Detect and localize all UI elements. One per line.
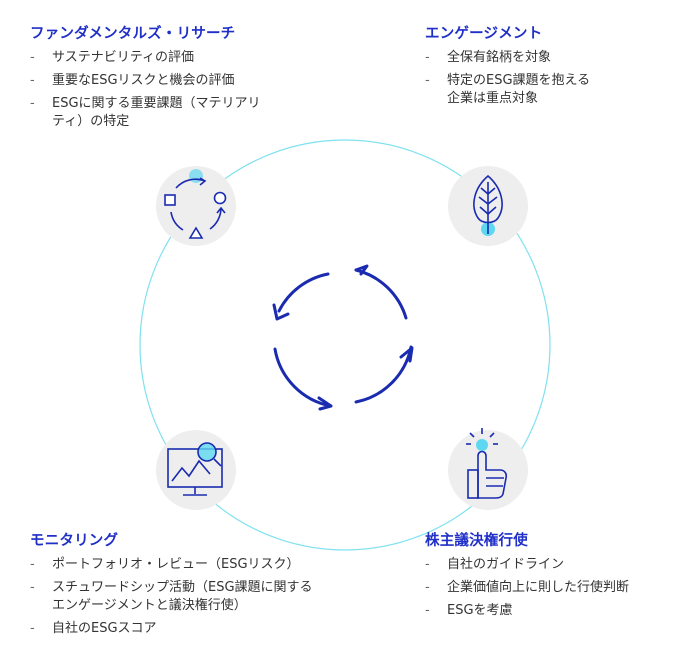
fundamental-research-title: ファンダメンタルズ・リサーチ	[30, 26, 236, 42]
thumbs-up-icon	[466, 428, 508, 499]
list-item: ESGに関する重要課題（マテリアリ ティ）の特定	[30, 95, 320, 131]
voting-title: 株主議決権行使	[425, 533, 528, 549]
list-item: 全保有銘柄を対象	[425, 49, 685, 67]
arrow-bottom-right	[354, 345, 414, 404]
monitor-chart-icon	[167, 442, 223, 496]
engagement-section: エンゲージメント 全保有銘柄を対象 特定のESG課題を抱える 企業は重点対象	[425, 22, 685, 113]
monitoring-section: モニタリング ポートフォリオ・レビュー（ESGリスク） スチュワードシップ活動（…	[30, 529, 370, 643]
arrow-right	[354, 264, 408, 320]
engagement-title: エンゲージメント	[425, 26, 543, 42]
cycle-process-icon	[164, 169, 227, 239]
icon-circle-fundamental	[156, 166, 236, 246]
list-item: ポートフォリオ・レビュー（ESGリスク）	[30, 556, 370, 574]
list-item: 重要なESGリスクと機会の評価	[30, 72, 320, 90]
cycle-ring	[139, 139, 551, 551]
leaf-icon	[473, 174, 503, 236]
fundamental-research-section: ファンダメンタルズ・リサーチ サステナビリティの評価 重要なESGリスクと機会の…	[30, 22, 320, 136]
list-item: 自社のガイドライン	[425, 556, 695, 574]
list-item: ESGを考慮	[425, 602, 695, 620]
list-item: スチュワードシップ活動（ESG課題に関する エンゲージメントと議決権行使）	[30, 579, 370, 615]
voting-list: 自社のガイドライン 企業価値向上に則した行使判断 ESGを考慮	[425, 556, 695, 620]
fundamental-research-list: サステナビリティの評価 重要なESGリスクと機会の評価 ESGに関する重要課題（…	[30, 49, 320, 131]
list-item: サステナビリティの評価	[30, 49, 320, 67]
center-cycle-arrows	[272, 264, 414, 411]
list-item: 特定のESG課題を抱える 企業は重点対象	[425, 72, 685, 108]
arrow-left	[273, 347, 333, 411]
monitoring-list: ポートフォリオ・レビュー（ESGリスク） スチュワードシップ活動（ESG課題に関…	[30, 556, 370, 638]
voting-section: 株主議決権行使 自社のガイドライン 企業価値向上に則した行使判断 ESGを考慮	[425, 529, 695, 625]
arrow-top	[272, 272, 330, 321]
monitoring-title: モニタリング	[30, 533, 119, 549]
list-item: 自社のESGスコア	[30, 620, 370, 638]
engagement-list: 全保有銘柄を対象 特定のESG課題を抱える 企業は重点対象	[425, 49, 685, 108]
list-item: 企業価値向上に則した行使判断	[425, 579, 695, 597]
